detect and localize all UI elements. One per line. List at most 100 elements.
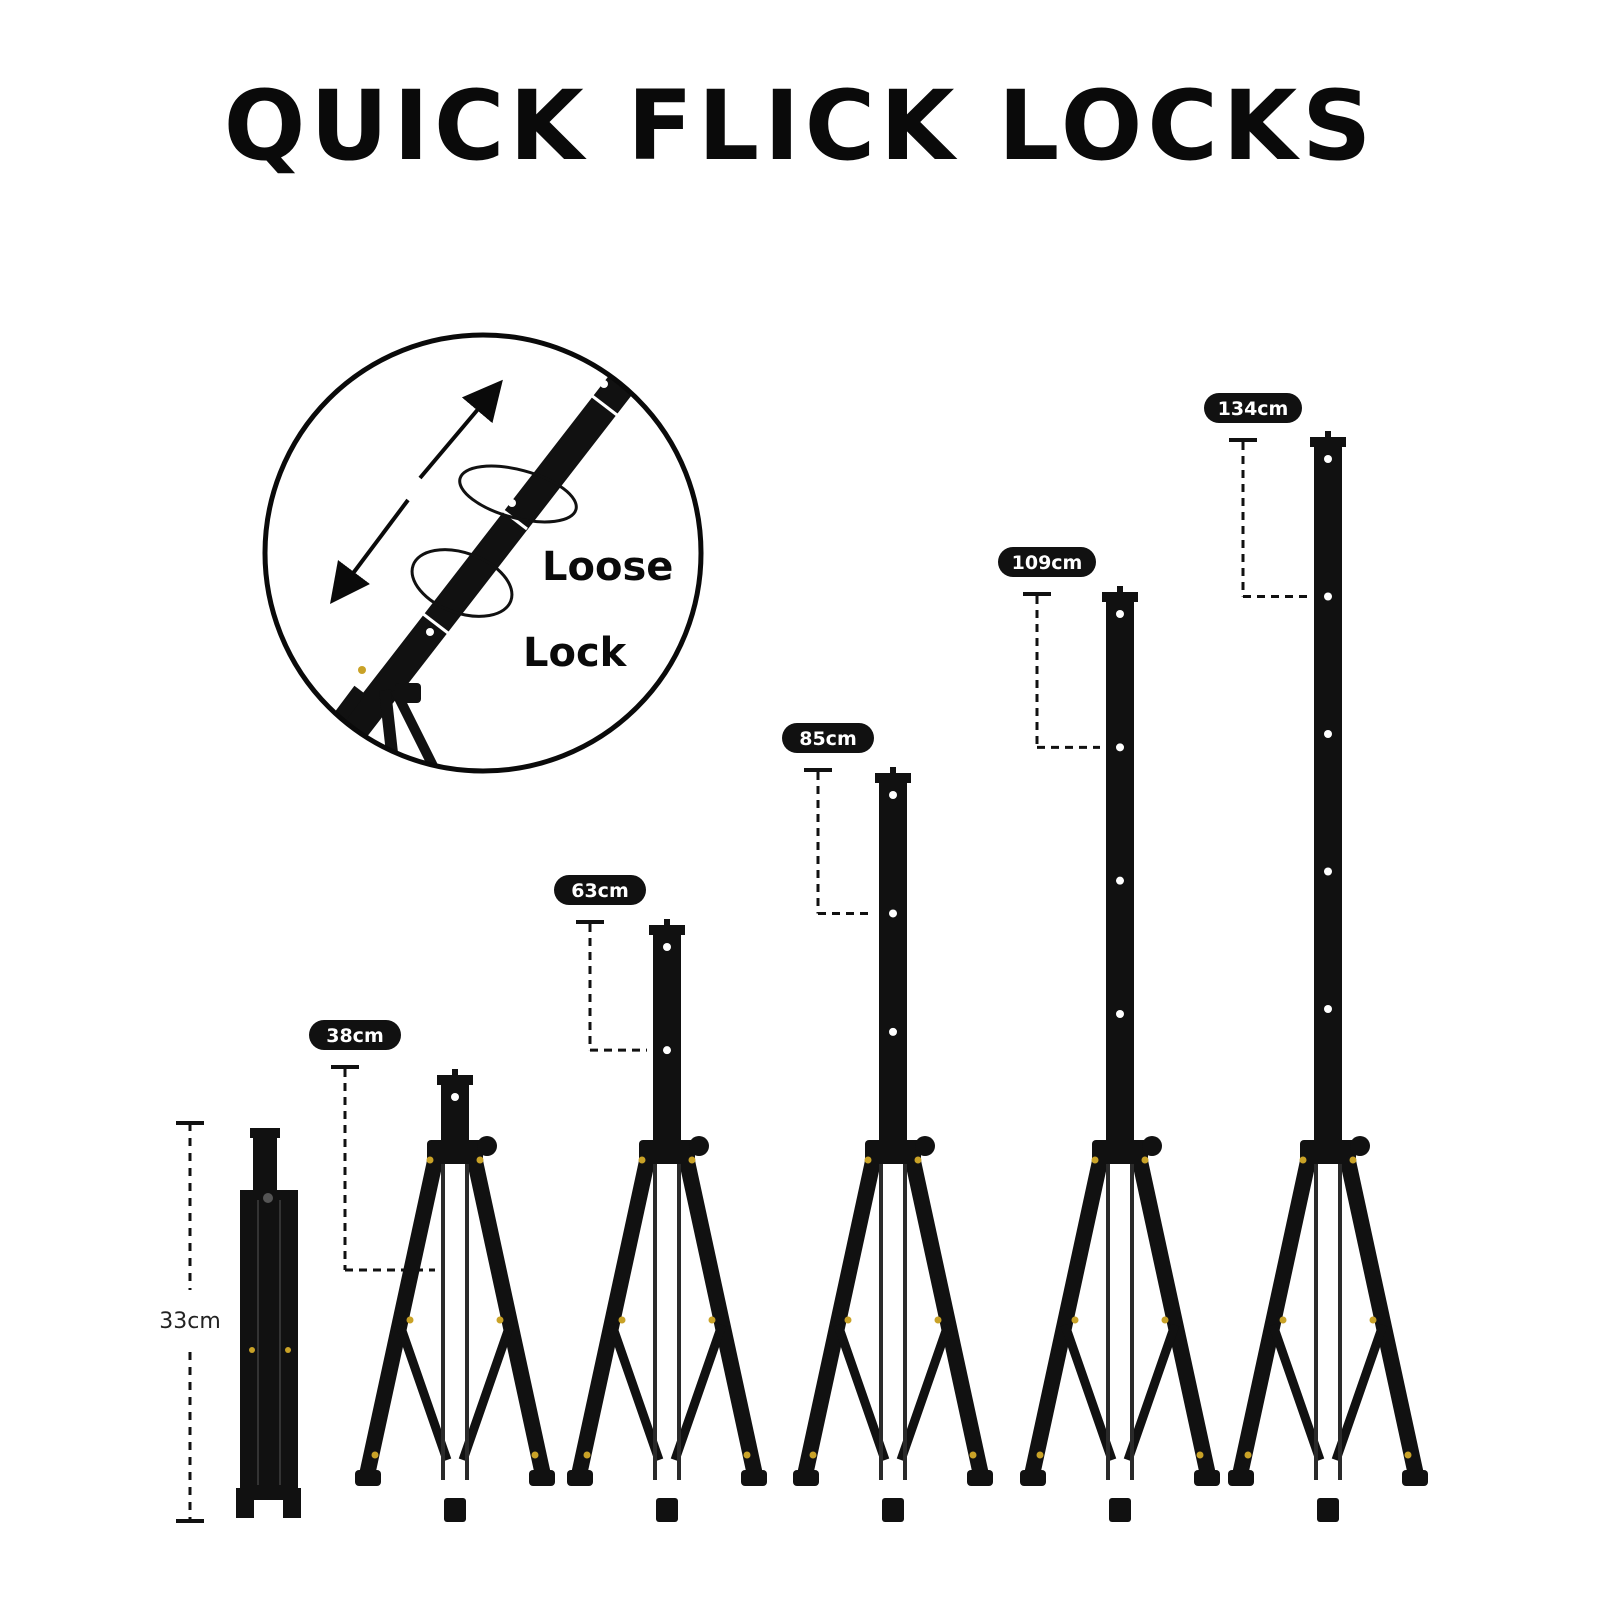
foot (1228, 1470, 1254, 1486)
lock-label: Lock (523, 630, 628, 676)
brace (1123, 1323, 1180, 1462)
brace (670, 1323, 727, 1462)
pivot (743, 1451, 751, 1459)
hub (1300, 1140, 1356, 1164)
height-pill (554, 875, 646, 905)
stand-3: 85cm (782, 723, 993, 1522)
joint-dot (451, 1093, 459, 1101)
knob (915, 1136, 935, 1156)
height-pill (782, 723, 874, 753)
folded-stand: 33cm (159, 1121, 301, 1523)
foot (355, 1470, 381, 1486)
height-pill (309, 1020, 401, 1050)
foot (1194, 1470, 1220, 1486)
joint-dot (1116, 876, 1124, 885)
pivot (1091, 1156, 1099, 1164)
joint-dot (889, 909, 897, 918)
leg (571, 1150, 657, 1477)
foot (967, 1470, 993, 1486)
pivot (371, 1451, 379, 1459)
hub (639, 1140, 695, 1164)
stand-height-label: 109cm (1012, 552, 1083, 574)
foot (882, 1498, 904, 1522)
joint-dot (1116, 743, 1124, 752)
joint-dot (1324, 730, 1332, 738)
pole (1314, 445, 1342, 1160)
stand-5: 134cm (1204, 393, 1428, 1522)
mount-screw (890, 767, 896, 774)
leg (677, 1150, 763, 1477)
pole-cap (649, 925, 685, 935)
loose-label: Loose (542, 544, 673, 590)
joint-dot (663, 1046, 671, 1055)
mount-screw (664, 919, 670, 926)
pole-cap (875, 773, 911, 783)
stand-height-label: 63cm (571, 880, 629, 902)
stand-height-label: 38cm (326, 1025, 384, 1047)
stand-1: 38cm (309, 1020, 555, 1522)
mount-screw (452, 1069, 458, 1076)
brace (458, 1323, 515, 1462)
joint-dot (889, 1027, 897, 1036)
leg (359, 1150, 445, 1477)
pivot (934, 1316, 942, 1324)
pivot (708, 1316, 716, 1324)
pivot (638, 1156, 646, 1164)
leg (1130, 1150, 1216, 1477)
joint-dot (1116, 1010, 1124, 1018)
brace (1268, 1323, 1325, 1462)
foot (1109, 1498, 1131, 1522)
pivot (1349, 1156, 1357, 1164)
foot (1402, 1470, 1428, 1486)
knob (477, 1136, 497, 1156)
leg (903, 1150, 989, 1477)
mount-screw (1117, 586, 1123, 593)
stand-height-label: 85cm (799, 728, 857, 750)
height-pill (1204, 393, 1302, 423)
joint-dot (663, 943, 671, 951)
foot (656, 1498, 678, 1522)
pivot (618, 1316, 626, 1324)
brace (833, 1323, 890, 1462)
foot (1020, 1470, 1046, 1486)
pivot (426, 1156, 434, 1164)
knob (689, 1136, 709, 1156)
foot (529, 1470, 555, 1486)
pivot (1299, 1156, 1307, 1164)
pivot (583, 1451, 591, 1459)
hub (427, 1140, 483, 1164)
joint-dot (1324, 455, 1332, 463)
folded-height-label: 33cm (159, 1309, 221, 1334)
stand-height-label: 134cm (1218, 398, 1289, 420)
pivot (1071, 1316, 1079, 1324)
pivot (406, 1316, 414, 1324)
brace (607, 1323, 664, 1462)
pivot (1279, 1316, 1287, 1324)
joint-dot (889, 791, 897, 799)
height-pill (998, 547, 1096, 577)
pole (879, 781, 907, 1160)
hub (1092, 1140, 1148, 1164)
leg (797, 1150, 883, 1477)
pivot (1036, 1451, 1044, 1459)
pivot (914, 1156, 922, 1164)
lock-detail-circle: Loose Lock (262, 332, 704, 774)
leg (1232, 1150, 1318, 1477)
joint-dot (1116, 610, 1124, 618)
pivot (864, 1156, 872, 1164)
leg (1024, 1150, 1110, 1477)
stand-4: 109cm (998, 547, 1220, 1522)
foot (1317, 1498, 1339, 1522)
pole-cap (1102, 592, 1138, 602)
pivot (531, 1451, 539, 1459)
detail-circle-outline (262, 332, 704, 774)
pivot (496, 1316, 504, 1324)
brace (395, 1323, 452, 1462)
pivot (1141, 1156, 1149, 1164)
pivot (476, 1156, 484, 1164)
pivot (1404, 1451, 1412, 1459)
page-title: QUICK FLICK LOCKS (223, 70, 1377, 182)
pivot (809, 1451, 817, 1459)
